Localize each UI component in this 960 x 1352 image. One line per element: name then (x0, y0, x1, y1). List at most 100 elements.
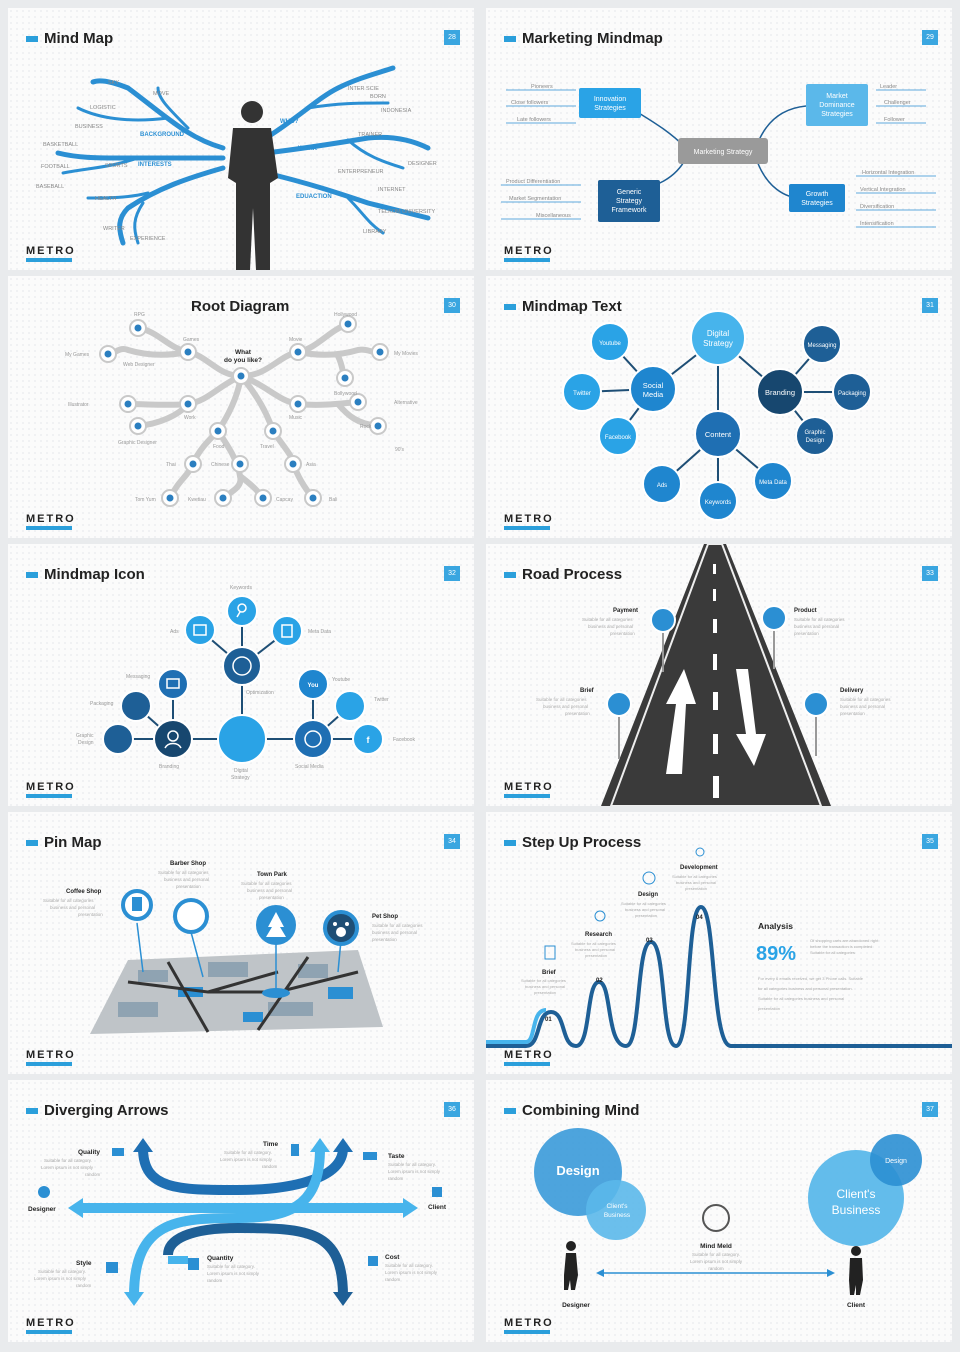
svg-text:Intensification: Intensification (860, 221, 894, 227)
svg-text:Hollywood: Hollywood (334, 312, 357, 318)
svg-text:Lorem ipsum is not simply: Lorem ipsum is not simply (207, 1271, 260, 1276)
svg-text:Research: Research (585, 932, 612, 938)
svg-text:Suitable for all category.: Suitable for all category. (38, 1269, 86, 1274)
svg-text:Lorem ipsum is not simply: Lorem ipsum is not simply (220, 1157, 273, 1162)
svg-text:Suitable for all category.: Suitable for all category. (44, 1158, 92, 1163)
svg-text:presentation: presentation (176, 884, 201, 889)
title-accent (26, 35, 38, 42)
slide-title: Mindmap Icon (26, 566, 145, 583)
svg-text:Lorem ipsum is not simply: Lorem ipsum is not simply (385, 1270, 438, 1275)
svg-text:Graphic Designer: Graphic Designer (118, 440, 157, 446)
svg-text:Ads: Ads (170, 629, 179, 635)
svg-text:BASKETBALL: BASKETBALL (43, 142, 78, 148)
svg-text:Style: Style (76, 1260, 92, 1267)
svg-text:Media: Media (643, 390, 664, 399)
svg-text:Miscellaneous: Miscellaneous (536, 213, 571, 219)
svg-text:Keywords: Keywords (230, 585, 252, 591)
svg-text:BASEBALL: BASEBALL (36, 184, 64, 190)
metro-logo: METRO (504, 1049, 554, 1066)
svg-text:Client's: Client's (837, 1187, 876, 1201)
slide-title: Root Diagram (191, 298, 290, 315)
svg-text:Barber Shop: Barber Shop (170, 861, 206, 867)
svg-text:Framework: Framework (611, 207, 647, 214)
svg-text:Quantity: Quantity (207, 1255, 234, 1262)
svg-text:90's: 90's (395, 447, 405, 453)
svg-text:Strategy: Strategy (703, 339, 733, 348)
svg-text:Suitable for all categories: Suitable for all categories (158, 870, 209, 875)
svg-text:89%: 89% (756, 943, 796, 965)
svg-text:Client's: Client's (606, 1203, 628, 1210)
svg-text:FOOTBALL: FOOTBALL (41, 164, 70, 170)
svg-text:Client: Client (847, 1302, 866, 1309)
svg-text:do you like?: do you like? (224, 357, 262, 364)
slide-number: 37 (922, 1102, 938, 1117)
svg-text:MOVE: MOVE (153, 91, 170, 97)
svg-text:Meta Data: Meta Data (308, 629, 331, 635)
svg-text:Digital: Digital (707, 329, 729, 338)
svg-text:Youtube: Youtube (599, 341, 621, 347)
svg-text:Optimization: Optimization (246, 690, 274, 696)
svg-text:Product: Product (794, 608, 817, 614)
slide-title: Combining Mind (504, 1102, 639, 1119)
svg-text:BACKGROUND: BACKGROUND (140, 132, 185, 138)
svg-text:Lorem ipsum is not simply: Lorem ipsum is not simply (690, 1259, 743, 1264)
svg-text:business and personal: business and personal (588, 624, 633, 629)
svg-text:random: random (385, 1277, 401, 1282)
svg-text:business and personal: business and personal (164, 877, 209, 882)
svg-text:Diversification: Diversification (860, 204, 894, 210)
svg-text:business and personal: business and personal (676, 880, 716, 885)
svg-text:business and personal: business and personal (625, 907, 665, 912)
svg-text:For every 6 emails received, w: For every 6 emails received, we get 3 Ph… (758, 976, 864, 981)
svg-text:Designer: Designer (562, 1302, 590, 1309)
svg-text:Thai: Thai (166, 462, 176, 468)
svg-text:Vertical Integration: Vertical Integration (860, 187, 906, 193)
svg-text:Music: Music (289, 415, 303, 421)
svg-text:Brief: Brief (580, 688, 595, 694)
svg-text:Alternative: Alternative (394, 400, 418, 406)
slide-number: 30 (444, 298, 460, 313)
slide-root-diagram[interactable]: Root Diagram 30 (8, 276, 474, 538)
svg-text:WRITER: WRITER (103, 226, 125, 232)
metro-logo: METRO (26, 1049, 76, 1066)
svg-text:INTERNET: INTERNET (378, 187, 406, 193)
svg-text:Branding: Branding (159, 764, 179, 770)
slide-title: Step Up Process (504, 834, 641, 851)
svg-text:LOGISTIC: LOGISTIC (90, 105, 116, 111)
svg-text:Leader: Leader (880, 84, 897, 90)
svg-text:presentation: presentation (840, 711, 865, 716)
svg-text:Suitable for all categories: Suitable for all categories (43, 898, 94, 903)
svg-text:Design: Design (638, 892, 658, 898)
svg-text:Suitable for all category.: Suitable for all category. (692, 1252, 740, 1257)
svg-text:Follower: Follower (884, 117, 905, 123)
svg-text:Youtube: Youtube (332, 677, 350, 683)
metro-logo: METRO (26, 781, 76, 798)
slide-number: 33 (922, 566, 938, 581)
svg-text:for all categories business an: for all categories business and personal… (758, 986, 853, 991)
svg-text:Messaging: Messaging (126, 674, 150, 680)
svg-text:random: random (708, 1266, 724, 1271)
svg-text:EXPERIENCE: EXPERIENCE (130, 236, 166, 242)
svg-text:business and personal: business and personal (543, 704, 588, 709)
slide-marketing-mindmap[interactable]: Marketing Mindmap 29 Marketing Strategy … (486, 8, 952, 270)
svg-text:f: f (367, 735, 371, 745)
svg-text:Chinese: Chinese (211, 462, 230, 468)
svg-text:Facebook: Facebook (393, 737, 415, 743)
slide-title: Marketing Mindmap (504, 30, 663, 47)
svg-text:random: random (85, 1172, 101, 1177)
svg-text:03: 03 (646, 938, 653, 944)
metro-logo: METRO (26, 1317, 76, 1334)
slide-title: Pin Map (26, 834, 102, 851)
svg-text:Suitable for all category.: Suitable for all category. (207, 1264, 255, 1269)
